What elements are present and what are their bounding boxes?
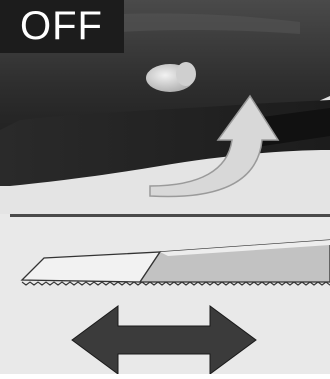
- blade-drawing: [0, 218, 330, 374]
- section-divider: [10, 214, 330, 217]
- tool-photo: OFF: [0, 0, 330, 214]
- blade-panel: [0, 218, 330, 374]
- saw-blade-tip: [22, 252, 160, 282]
- off-label: OFF: [0, 0, 124, 53]
- double-headed-arrow-icon: [72, 306, 256, 374]
